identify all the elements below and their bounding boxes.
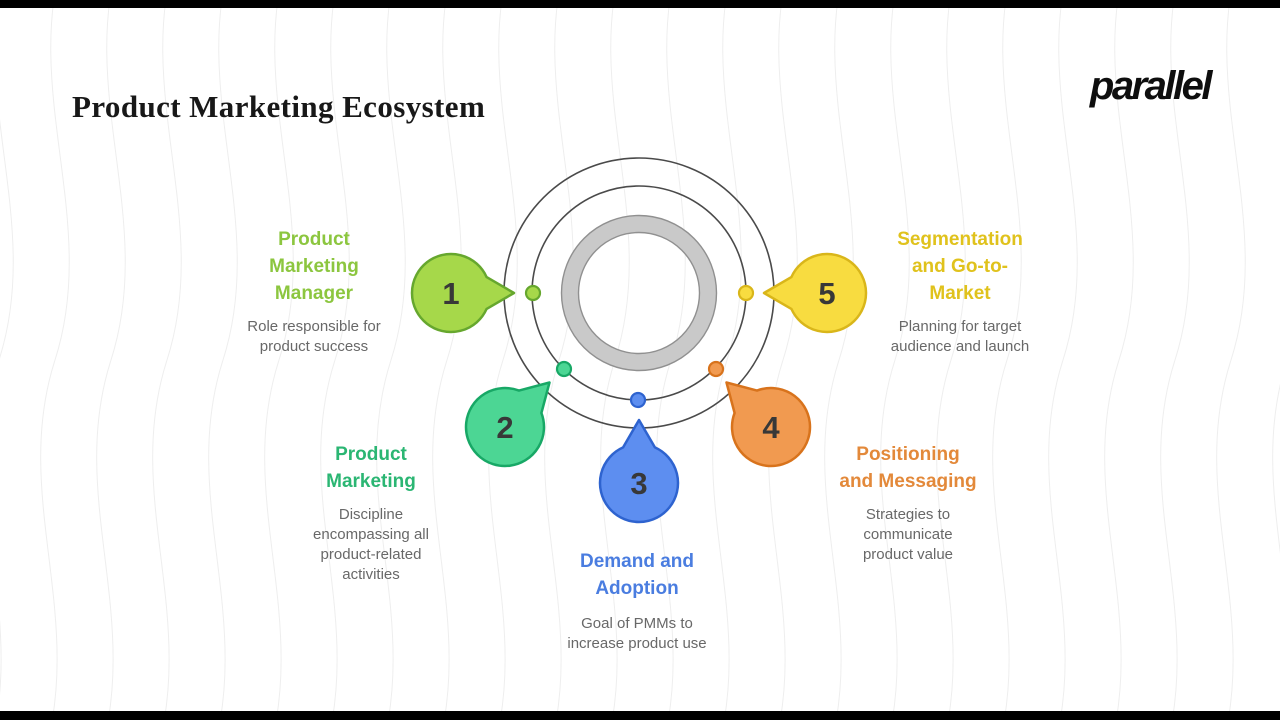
connector-dot-4 xyxy=(707,360,725,378)
node-5-bubble xyxy=(762,252,868,334)
node-1-description: Role responsible for product success xyxy=(247,318,381,355)
node-4-title: Positioning and Messaging xyxy=(839,444,977,492)
node-5: 5 xyxy=(762,252,868,334)
node-3-description: Goal of PMMs to increase product use xyxy=(567,615,707,652)
brand-logo: parallel xyxy=(1089,64,1213,108)
node-4-description: Strategies to communicate product value xyxy=(862,506,954,563)
node-1-label: Product Marketing Manager Role responsib… xyxy=(234,226,394,357)
page-title: Product Marketing Ecosystem xyxy=(72,88,486,124)
node-5-label: Segmentation and Go-to-Market Planning f… xyxy=(872,226,1048,357)
node-1: 1 xyxy=(410,252,516,334)
node-4-label: Positioning and Messaging Strategies to … xyxy=(818,441,998,565)
node-2-title: Product Marketing xyxy=(326,444,416,492)
node-2-description: Discipline encompassing all product-rela… xyxy=(313,506,429,583)
connector-dot-1 xyxy=(524,284,542,302)
connector-dot-5 xyxy=(737,284,755,302)
connector-dot-2 xyxy=(555,360,573,378)
node-3-number: 3 xyxy=(630,466,647,501)
top-letterbox-bar xyxy=(0,0,1280,8)
node-3: 3 xyxy=(598,418,680,524)
node-1-number: 1 xyxy=(442,276,459,311)
node-4: 4 xyxy=(725,381,812,468)
gray-band-ring xyxy=(561,215,717,371)
node-1-title: Product Marketing Manager xyxy=(269,229,359,304)
node-1-bubble xyxy=(410,252,516,334)
node-4-number: 4 xyxy=(762,410,780,445)
gray-band-outer-edge xyxy=(560,214,718,372)
node-4-bubble xyxy=(725,381,812,468)
gray-band-inner-edge xyxy=(577,231,701,355)
node-2-label: Product Marketing Discipline encompassin… xyxy=(281,441,461,585)
node-5-title: Segmentation and Go-to-Market xyxy=(897,229,1023,304)
node-2: 2 xyxy=(464,381,551,468)
node-2-number: 2 xyxy=(496,410,513,445)
node-5-number: 5 xyxy=(818,276,835,311)
node-3-bubble xyxy=(598,418,680,524)
node-2-bubble xyxy=(464,381,551,468)
node-3-title: Demand and Adoption xyxy=(579,551,695,599)
node-5-description: Planning for target audience and launch xyxy=(890,318,1030,355)
bottom-letterbox-bar xyxy=(0,711,1280,720)
node-3-label: Demand and Adoption Goal of PMMs to incr… xyxy=(547,548,727,654)
connector-dot-3 xyxy=(629,391,647,409)
